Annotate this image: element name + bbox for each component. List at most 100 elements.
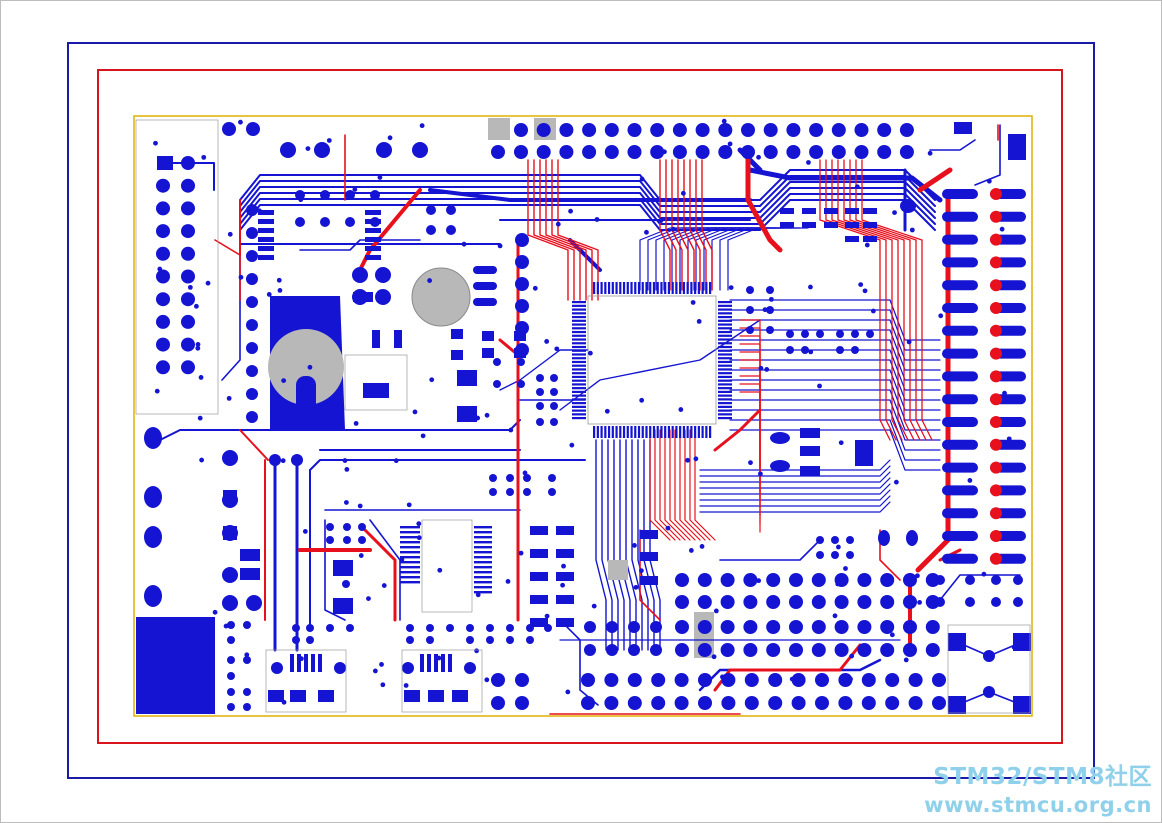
- pad: [1013, 696, 1031, 714]
- via: [756, 154, 761, 160]
- via: [693, 456, 699, 462]
- ic-lead: [572, 334, 586, 337]
- pad: [851, 346, 859, 354]
- ic-lead: [474, 536, 492, 539]
- ic-lead: [718, 394, 732, 397]
- pad: [990, 438, 1002, 451]
- component-outline: [135, 119, 219, 415]
- pad: [942, 417, 978, 427]
- ic-lead: [649, 426, 652, 438]
- ic-lead: [718, 327, 732, 330]
- via: [276, 277, 282, 283]
- via: [986, 178, 992, 184]
- pad: [786, 330, 794, 338]
- pad: [942, 325, 978, 336]
- pad: [365, 237, 381, 242]
- ic-lead: [667, 282, 671, 294]
- pad: [304, 654, 308, 672]
- via: [685, 457, 691, 463]
- pad: [493, 358, 501, 366]
- pad: [743, 595, 758, 609]
- outer-frame: [67, 42, 1095, 779]
- pad: [718, 123, 733, 137]
- pad: [811, 573, 826, 587]
- pad: [536, 402, 544, 410]
- pad: [486, 636, 494, 644]
- pad: [903, 620, 917, 634]
- via: [764, 367, 770, 372]
- pad: [899, 145, 914, 159]
- pad: [863, 208, 877, 214]
- ic-lead: [400, 536, 420, 539]
- pad: [372, 330, 380, 348]
- pad: [406, 624, 414, 632]
- pad: [181, 292, 195, 307]
- pad: [720, 595, 735, 609]
- ic-lead: [474, 556, 492, 559]
- via: [555, 221, 561, 227]
- ic-lead: [718, 402, 732, 405]
- ic-lead: [660, 282, 663, 294]
- ic-lead: [604, 282, 607, 294]
- trace: [568, 238, 602, 272]
- ic-lead: [682, 426, 686, 438]
- ic-lead: [718, 413, 732, 416]
- pad: [306, 624, 314, 632]
- pad: [156, 292, 170, 307]
- via: [484, 677, 490, 683]
- ic-lead: [474, 531, 492, 534]
- trace: [669, 429, 691, 541]
- via: [337, 423, 343, 429]
- ic-lead: [596, 282, 599, 294]
- pad: [991, 597, 1001, 607]
- trace: [929, 139, 976, 151]
- pad: [318, 690, 334, 702]
- pad: [326, 536, 334, 544]
- ic-lead: [619, 282, 622, 294]
- inner-frame: [97, 69, 1063, 744]
- pad: [675, 595, 689, 609]
- pad: [899, 123, 914, 137]
- via: [497, 243, 503, 249]
- ic-lead: [572, 315, 586, 319]
- ic-lead: [474, 591, 492, 594]
- pad: [800, 466, 820, 476]
- ic-lead: [679, 426, 682, 438]
- pad: [514, 123, 528, 137]
- via: [372, 668, 378, 674]
- pad: [831, 536, 839, 544]
- via: [967, 478, 973, 483]
- pad: [292, 624, 300, 632]
- ic-lead: [572, 308, 586, 311]
- via: [266, 292, 272, 297]
- via: [281, 699, 287, 705]
- pad: [845, 208, 859, 214]
- pad: [258, 237, 274, 242]
- via: [366, 596, 371, 602]
- pad: [650, 621, 662, 633]
- pad: [863, 222, 877, 228]
- via: [380, 682, 386, 688]
- via: [429, 377, 435, 383]
- ic-lead: [637, 282, 641, 294]
- ic-lead: [572, 413, 586, 416]
- pad: [181, 156, 195, 170]
- pad: [965, 575, 975, 585]
- via: [416, 535, 422, 541]
- pad: [718, 145, 733, 159]
- pad: [582, 123, 597, 137]
- pad: [342, 580, 350, 588]
- trace: [819, 159, 891, 441]
- ic-lead: [718, 304, 732, 307]
- pad: [548, 488, 556, 496]
- ic-footprints: [400, 282, 732, 594]
- component-outline: [947, 624, 1031, 714]
- ic-lead: [474, 576, 492, 579]
- pad: [650, 145, 665, 159]
- pad: [672, 123, 687, 137]
- ic-lead: [675, 282, 678, 294]
- trace: [527, 159, 569, 301]
- pad: [506, 474, 514, 482]
- pad: [156, 224, 170, 239]
- pad: [526, 624, 534, 632]
